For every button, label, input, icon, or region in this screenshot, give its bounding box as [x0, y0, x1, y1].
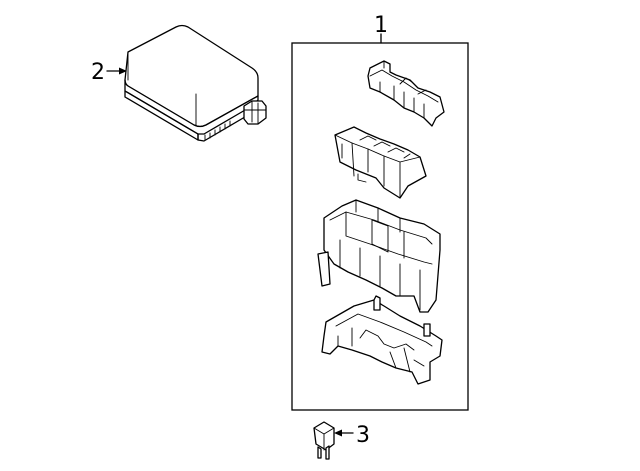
main-housing-drawing: [317, 199, 441, 313]
fuse-block-drawing: [334, 126, 427, 199]
callout-3-label[interactable]: 3: [356, 423, 370, 448]
assembly-frame: [291, 42, 469, 411]
fuse-drawing[interactable]: [313, 421, 335, 460]
relay-connector-drawing: [367, 60, 445, 127]
callout-3-arrowhead: [334, 429, 342, 437]
callout-3-group[interactable]: 3: [334, 423, 370, 448]
box-cover-drawing[interactable]: [124, 24, 267, 142]
callout-1-group[interactable]: 1: [374, 13, 388, 44]
callout-1-label[interactable]: 1: [374, 13, 388, 38]
callout-2-arrowhead: [119, 67, 127, 75]
lower-bracket-drawing: [321, 295, 443, 385]
callout-2-group[interactable]: 2: [91, 60, 127, 85]
callout-2-label[interactable]: 2: [91, 60, 105, 85]
